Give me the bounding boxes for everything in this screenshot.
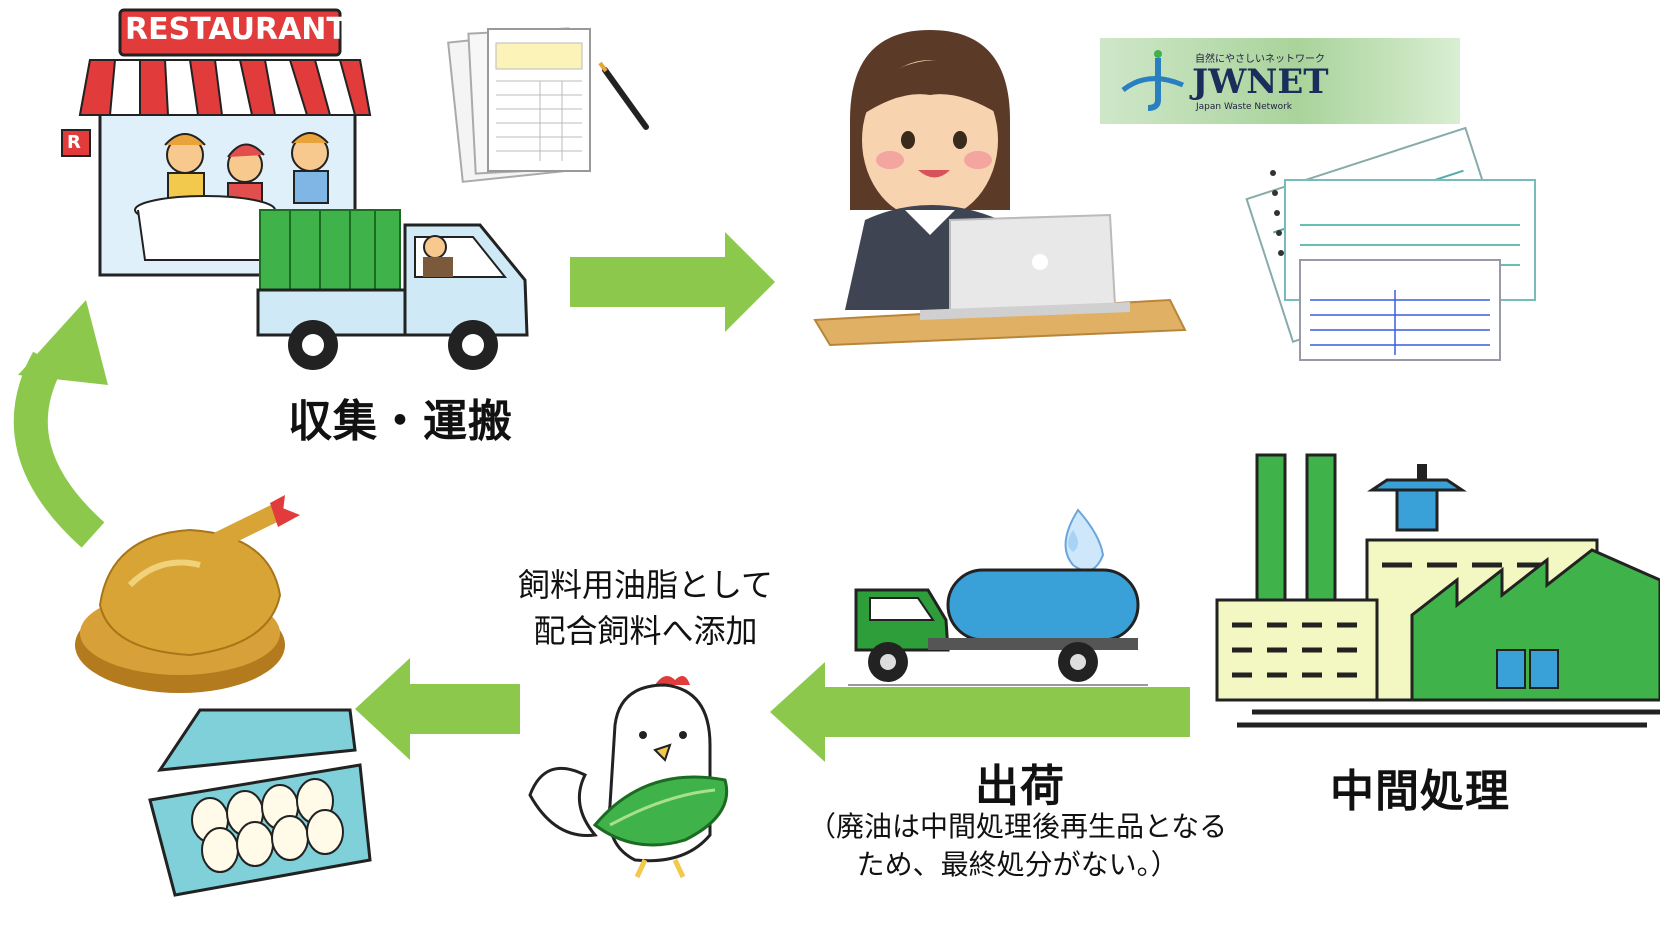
collection-transport-label: 収集・運搬 xyxy=(288,396,513,447)
feed-additive-label: 飼料用油脂として 配合飼料へ添加 xyxy=(518,562,773,654)
restaurant-flag-letter: R xyxy=(67,132,81,153)
processing-factory-illustration xyxy=(1215,453,1660,728)
arrow-curve-up xyxy=(13,300,108,548)
intermediate-processing-label: 中間処理 xyxy=(1330,766,1510,817)
note-line2: ため、最終処分がない。） xyxy=(856,848,1179,881)
roast-chicken-illustration xyxy=(75,495,300,693)
jwnet-logo-text: JWNET xyxy=(1192,62,1329,102)
egg-carton-illustration xyxy=(148,708,372,897)
shipping-label: 出荷 xyxy=(975,761,1065,812)
arrow-right-top xyxy=(570,232,775,332)
recycling-note: （廃油は中間処理後再生品となる ため、最終処分がない。） xyxy=(808,808,1227,884)
chicken-illustration xyxy=(528,676,729,879)
feed-label-line1: 飼料用油脂として xyxy=(518,566,774,604)
arrow-left-bottom xyxy=(355,658,520,760)
arrow-left-shipping xyxy=(770,662,1190,762)
note-line1: （廃油は中間処理後再生品となる xyxy=(808,810,1228,843)
feed-label-line2: 配合飼料へ添加 xyxy=(533,612,758,650)
jwnet-subtitle: Japan Waste Network xyxy=(1196,102,1292,112)
electronic-manifest-slips-illustration xyxy=(1245,126,1536,361)
manifest-documents-illustration xyxy=(447,27,649,183)
collection-truck-illustration xyxy=(256,209,529,370)
jwnet-logo-banner: 自然にやさしいネットワーク JWNET Japan Waste Network xyxy=(1100,38,1460,124)
restaurant-illustration xyxy=(61,8,372,277)
restaurant-sign: RESTAURANT xyxy=(125,12,347,47)
jwnet-mark-icon xyxy=(1121,50,1184,111)
office-worker-illustration xyxy=(813,30,1187,347)
tanker-truck-illustration xyxy=(848,508,1148,686)
jwnet-tagline: 自然にやさしいネットワーク xyxy=(1195,54,1325,65)
